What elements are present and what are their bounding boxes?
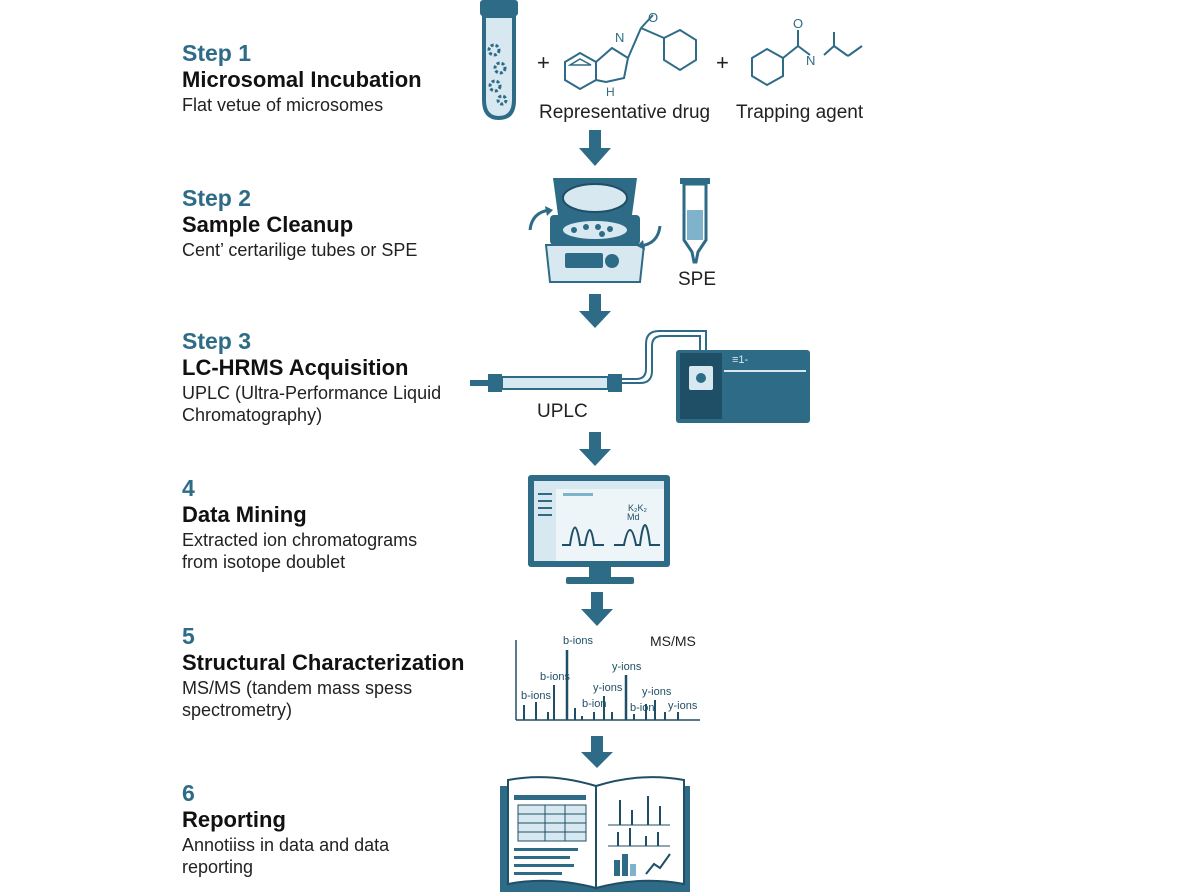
step-title: LC-HRMS Acquisition: [182, 355, 409, 380]
msms-label: MS/MS: [650, 633, 696, 649]
step-description: MS/MS (tandem mass spess: [182, 678, 413, 698]
down-arrow-icon: [581, 592, 613, 626]
step-number: 6: [182, 780, 195, 806]
atom-label-h: H: [606, 85, 615, 99]
ion-label: b-ion: [582, 698, 606, 710]
atom-label-n: N: [615, 30, 624, 45]
ms-screen-label: ≡1-: [732, 354, 749, 366]
ion-label: b-ions: [563, 635, 593, 647]
plus-sign: +: [716, 50, 729, 75]
spe-cartridge-icon: [680, 178, 710, 264]
ion-label: y-ions: [668, 700, 698, 712]
step-description-line-2: spectrometry): [182, 700, 293, 720]
ion-label: b-ion: [630, 702, 654, 714]
step-number: 4: [182, 475, 195, 501]
plus-sign: +: [537, 50, 550, 75]
atom-label-o: O: [648, 10, 658, 25]
uplc-column-icon: [470, 330, 707, 392]
step-title: Sample Cleanup: [182, 212, 354, 237]
step-description-line-2: from isotope doublet: [182, 552, 346, 572]
step-2: Step 2 Sample Cleanup Cent’ certarilige …: [182, 185, 417, 261]
step-description: UPLC (Ultra-Performance Liquid: [182, 383, 442, 403]
step-number: Step 2: [182, 185, 252, 211]
step-3: Step 3 LC-HRMS Acquisition UPLC (Ultra-P…: [182, 328, 441, 426]
step-5: 5 Structural Characterization MS/MS (tan…: [182, 623, 464, 721]
step-title: Microsomal Incubation: [182, 67, 422, 92]
test-tube-icon: [480, 0, 518, 121]
peak-label-1: K₂K₂: [628, 503, 647, 513]
centrifuge-icon: [528, 178, 662, 283]
ion-label: y-ions: [642, 686, 672, 698]
down-arrow-icon: [581, 736, 613, 768]
down-arrow-icon: [579, 294, 611, 328]
ion-label: b-ions: [521, 690, 551, 702]
step-number: Step 1: [182, 40, 252, 66]
uplc-label: UPLC: [537, 401, 588, 422]
ion-label: y-ions: [612, 661, 642, 673]
spectrum-icon: [515, 640, 700, 721]
step-title: Data Mining: [182, 502, 307, 527]
ion-label: y-ions: [593, 682, 623, 694]
step-4: 4 Data Mining Extracted ion chromatogram…: [182, 475, 417, 573]
mass-spectrometer-icon: [676, 350, 810, 423]
step-description-line-2: Chromatography): [182, 405, 323, 425]
step-number: Step 3: [182, 328, 252, 354]
step-description-line-2: reporting: [182, 857, 254, 877]
step-number: 5: [182, 623, 195, 649]
report-book-icon: [500, 776, 690, 892]
step-title: Reporting: [182, 807, 286, 832]
spe-label: SPE: [678, 269, 716, 290]
step-description: Flat vetue of microsomes: [182, 95, 384, 115]
step-6: 6 Reporting Annotiiss in data and data r…: [182, 780, 389, 878]
step-title: Structural Characterization: [182, 650, 465, 675]
drug-structure-icon: [564, 14, 697, 91]
step-1: Step 1 Microsomal Incubation Flat vetue …: [182, 40, 422, 116]
step-description: Annotiiss in data and data: [182, 835, 390, 855]
down-arrow-icon: [579, 130, 611, 166]
ion-label: b-ions: [540, 671, 570, 683]
peak-label-2: Md: [627, 512, 640, 522]
computer-monitor-icon: [528, 475, 670, 584]
step-description: Extracted ion chromatograms: [182, 530, 418, 550]
trapping-agent-label: Trapping agent: [736, 102, 864, 123]
atom-label-o: O: [793, 16, 803, 31]
representative-drug-label: Representative drug: [539, 102, 710, 123]
trapping-agent-structure-icon: [751, 30, 863, 87]
down-arrow-icon: [579, 432, 611, 466]
step-description: Cent’ certarilige tubes or SPE: [182, 240, 418, 260]
atom-label-nh: N: [806, 53, 815, 68]
